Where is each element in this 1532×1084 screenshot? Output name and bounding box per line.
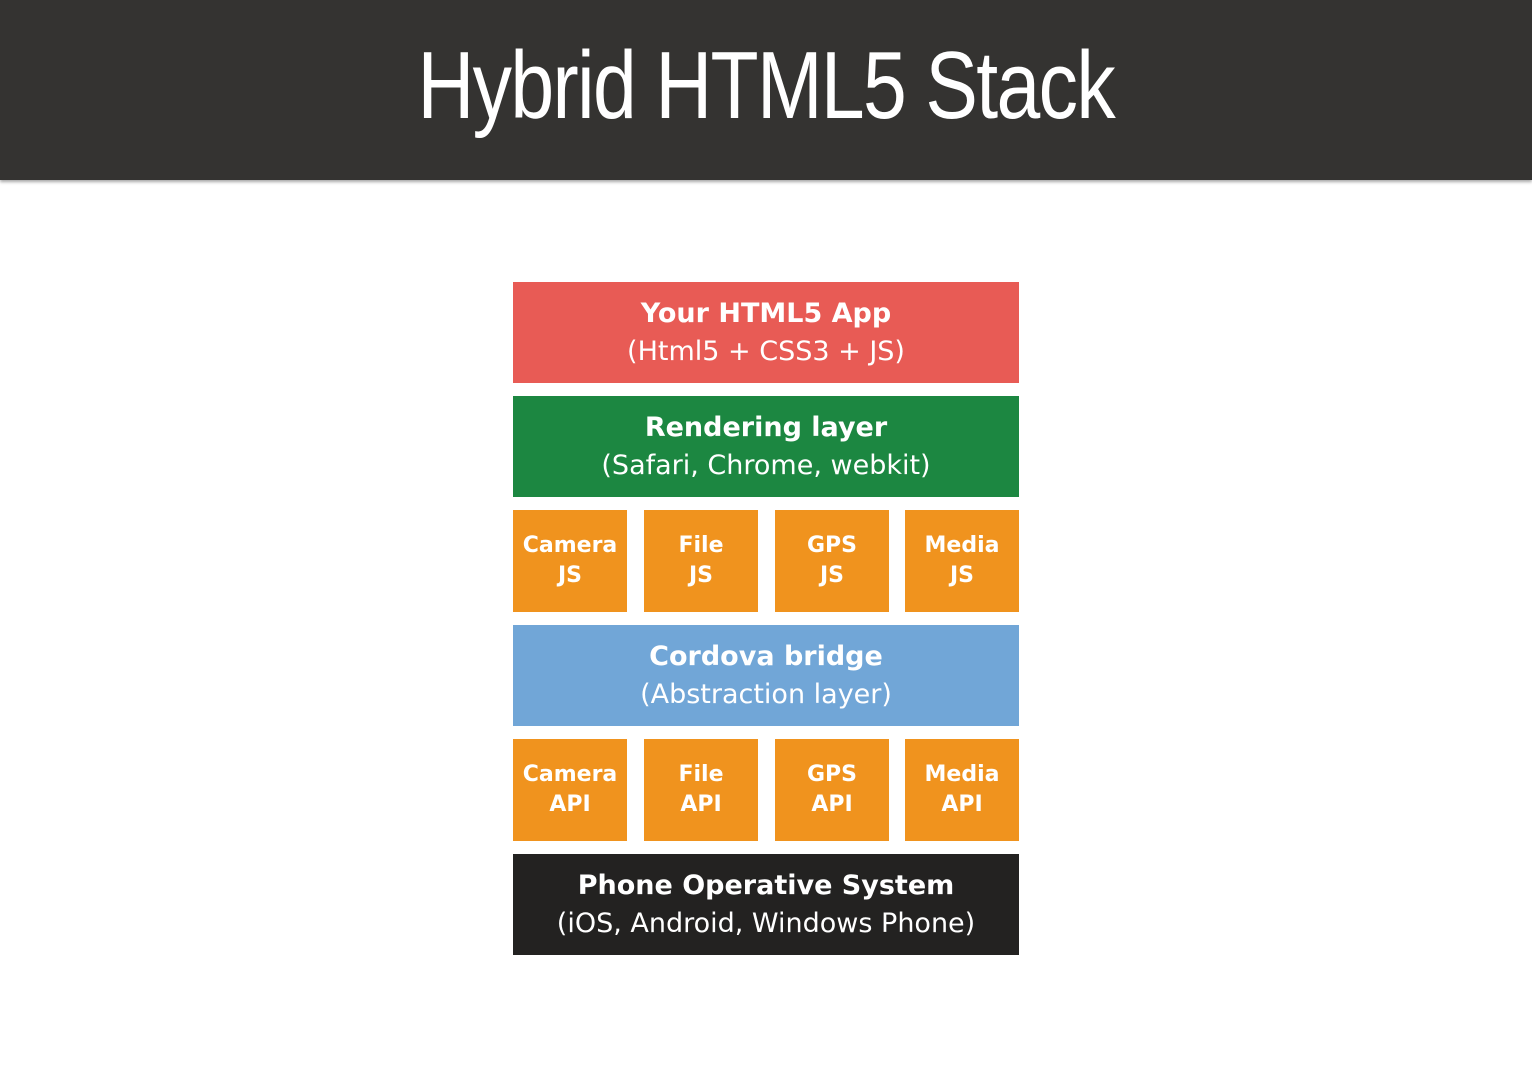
rendering-layer: Rendering layer (Safari, Chrome, webkit) <box>513 396 1019 497</box>
gps-js-line1: GPS <box>806 533 858 558</box>
media-api-line2: API <box>941 792 983 817</box>
camera-api-line1: Camera <box>522 762 618 787</box>
slide-title: Hybrid HTML5 Stack <box>417 32 1116 139</box>
media-js-line1: Media <box>924 533 1000 558</box>
media-api-line1: Media <box>924 762 1000 787</box>
bridge-layer-title: Cordova bridge <box>649 640 883 672</box>
camera-api-line2: API <box>549 792 591 817</box>
file-api-line1: File <box>678 762 724 787</box>
gps-js-line2: JS <box>819 563 845 588</box>
os-layer-subtitle: (iOS, Android, Windows Phone) <box>556 907 976 939</box>
file-js-line2: JS <box>688 563 714 588</box>
file-js-box: File JS <box>644 510 758 612</box>
slide-header: Hybrid HTML5 Stack <box>0 0 1532 180</box>
app-layer: Your HTML5 App (Html5 + CSS3 + JS) <box>513 282 1019 383</box>
gps-api-line1: GPS <box>806 762 858 787</box>
camera-api-box: Camera API <box>513 739 627 841</box>
app-layer-subtitle: (Html5 + CSS3 + JS) <box>627 335 905 367</box>
file-api-line2: API <box>680 792 722 817</box>
bridge-layer-subtitle: (Abstraction layer) <box>640 678 892 710</box>
os-layer: Phone Operative System (iOS, Android, Wi… <box>513 854 1019 955</box>
file-api-box: File API <box>644 739 758 841</box>
gps-api-line2: API <box>811 792 853 817</box>
camera-js-box: Camera JS <box>513 510 627 612</box>
camera-js-line1: Camera <box>522 533 618 558</box>
rendering-layer-subtitle: (Safari, Chrome, webkit) <box>601 449 931 481</box>
media-js-line2: JS <box>949 563 975 588</box>
bridge-layer: Cordova bridge (Abstraction layer) <box>513 625 1019 726</box>
file-js-line1: File <box>678 533 724 558</box>
camera-js-line2: JS <box>557 563 583 588</box>
app-layer-title: Your HTML5 App <box>640 297 892 329</box>
media-js-box: Media JS <box>905 510 1019 612</box>
rendering-layer-title: Rendering layer <box>644 411 888 443</box>
os-layer-title: Phone Operative System <box>577 869 955 901</box>
media-api-box: Media API <box>905 739 1019 841</box>
gps-api-box: GPS API <box>775 739 889 841</box>
gps-js-box: GPS JS <box>775 510 889 612</box>
